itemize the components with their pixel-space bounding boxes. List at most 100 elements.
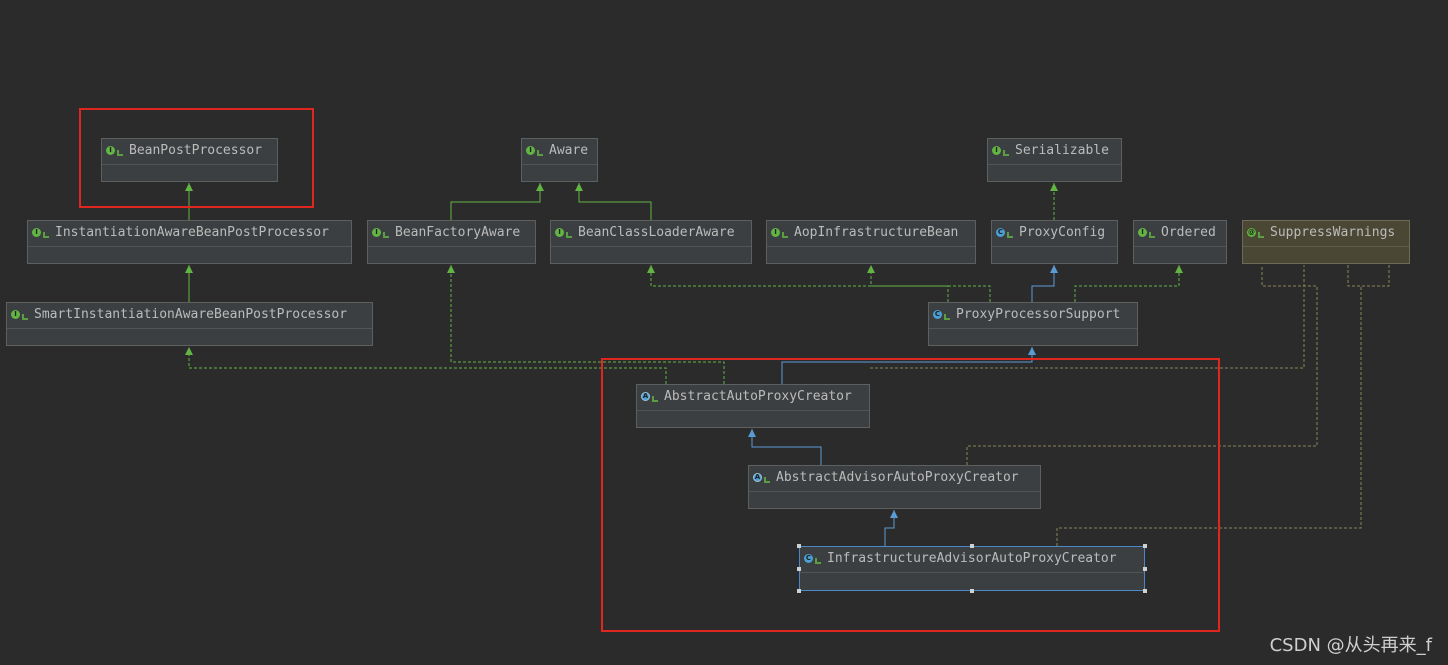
class-node-bfa[interactable]: I BeanFactoryAware <box>367 220 536 264</box>
class-node-pc[interactable]: C ProxyConfig <box>991 220 1118 264</box>
edge-pps-ordered <box>1074 265 1180 302</box>
edge-arrowhead <box>1050 183 1058 191</box>
interface-icon: I <box>555 228 564 237</box>
selection-handle[interactable] <box>1143 566 1147 571</box>
highlight-box-beanpostprocessor <box>79 108 314 208</box>
selection-handle[interactable] <box>1143 589 1147 593</box>
class-node-header: @SuppressWarnings <box>1243 221 1409 244</box>
abstract-class-icon: A <box>753 473 762 482</box>
annotation-icon: @ <box>1247 228 1256 237</box>
edge-arrowhead <box>1050 265 1058 273</box>
abstract-class-icon: A <box>641 392 650 401</box>
class-node-header: I BeanFactoryAware <box>368 221 535 244</box>
edge-bcla-aware <box>578 183 652 220</box>
class-node-serializable[interactable]: I Serializable <box>987 138 1122 182</box>
class-node-label: ProxyConfig <box>1019 225 1106 240</box>
public-modifier-icon <box>1258 231 1264 238</box>
class-node-divider <box>767 246 975 247</box>
selection-handle[interactable] <box>970 589 974 593</box>
selection-handle[interactable] <box>797 589 801 593</box>
public-modifier-icon <box>652 395 658 402</box>
public-modifier-icon <box>764 476 770 483</box>
class-node-label: Aware <box>549 143 589 158</box>
public-modifier-icon <box>566 231 572 238</box>
edge-sw-right <box>1361 265 1390 287</box>
class-node-divider <box>102 164 277 165</box>
selection-handle[interactable] <box>970 544 974 548</box>
class-node-divider <box>800 572 1144 573</box>
edge-aapc-bfa <box>450 265 725 384</box>
edge-iaapc-aaapc <box>884 510 895 546</box>
interface-icon: I <box>1138 228 1147 237</box>
edge-arrowhead <box>748 429 756 437</box>
class-node-divider <box>988 164 1121 165</box>
selection-handle[interactable] <box>797 566 801 571</box>
interface-icon: I <box>372 228 381 237</box>
public-modifier-icon <box>782 231 788 238</box>
edge-arrowhead <box>647 265 655 273</box>
class-node-label: InstantiationAwareBeanPostProcessor <box>55 225 329 240</box>
class-node-label: InfrastructureAdvisorAutoProxyCreator <box>827 551 1117 566</box>
public-modifier-icon <box>1007 231 1013 238</box>
edge-arrowhead <box>867 265 875 273</box>
class-node-label: BeanClassLoaderAware <box>578 225 735 240</box>
edge-aapc-sw <box>870 265 1305 369</box>
class-node-sw[interactable]: @SuppressWarnings <box>1242 220 1410 264</box>
class-node-siabpp[interactable]: I SmartInstantiationAwareBeanPostProcesso… <box>6 302 373 346</box>
class-node-divider <box>749 491 1040 492</box>
edge-arrowhead <box>890 510 898 518</box>
edge-aaapc-aapc <box>751 429 822 465</box>
class-node-label: SmartInstantiationAwareBeanPostProcessor <box>34 307 348 322</box>
public-modifier-icon <box>815 557 821 564</box>
public-modifier-icon <box>22 313 28 320</box>
edge-pps-aib <box>870 265 949 302</box>
class-node-bcla[interactable]: I BeanClassLoaderAware <box>550 220 752 264</box>
public-modifier-icon <box>1003 149 1009 156</box>
class-node-header: C InfrastructureAdvisorAutoProxyCreator <box>800 547 1144 570</box>
edge-aaapc-sw <box>966 265 1318 465</box>
edge-arrowhead <box>447 265 455 273</box>
class-node-header: I BeanClassLoaderAware <box>551 221 751 244</box>
selection-handle[interactable] <box>1143 544 1147 548</box>
class-icon: C <box>804 554 813 563</box>
class-node-divider <box>551 246 751 247</box>
edge-arrowhead <box>575 183 583 191</box>
public-modifier-icon <box>537 149 543 156</box>
interface-icon: I <box>11 310 20 319</box>
edge-bfa-aware <box>450 183 541 220</box>
class-node-divider <box>1243 246 1409 247</box>
public-modifier-icon <box>1149 231 1155 238</box>
edge-arrowhead <box>1028 347 1036 355</box>
class-node-header: I Aware <box>522 139 597 162</box>
class-node-aware[interactable]: I Aware <box>521 138 598 182</box>
class-node-divider <box>992 246 1117 247</box>
class-node-label: Serializable <box>1015 143 1109 158</box>
public-modifier-icon <box>43 231 49 238</box>
interface-icon: I <box>526 146 535 155</box>
edge-aapc-siabpp <box>188 347 667 384</box>
selection-handle[interactable] <box>797 544 801 548</box>
class-node-header: I SmartInstantiationAwareBeanPostProcesso… <box>7 303 372 326</box>
interface-icon: I <box>771 228 780 237</box>
class-node-label: BeanFactoryAware <box>395 225 521 240</box>
class-icon: C <box>933 310 942 319</box>
highlight-box-autoproxycreator-hierarchy <box>601 358 1220 632</box>
edge-arrowhead <box>185 265 193 273</box>
interface-icon: I <box>992 146 1001 155</box>
class-icon: C <box>996 228 1005 237</box>
edge-pps-bcla <box>650 265 991 302</box>
class-node-divider <box>7 328 372 329</box>
